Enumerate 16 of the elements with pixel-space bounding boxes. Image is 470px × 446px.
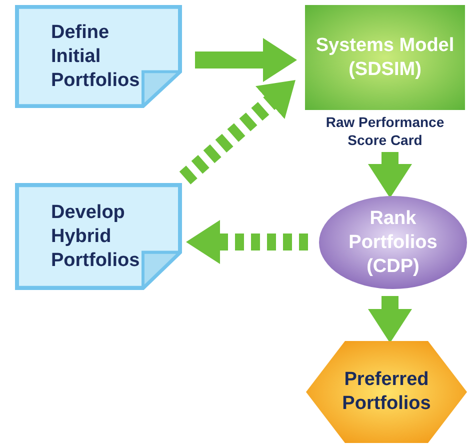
document-shape <box>15 183 182 290</box>
node-label: Preferred Portfolios <box>342 368 431 416</box>
node-label: Develop Hybrid Portfolios <box>51 200 141 272</box>
arrow <box>186 220 308 264</box>
node-caption: Raw Performance Score Card <box>324 113 446 149</box>
arrow <box>368 296 412 343</box>
decision-hexagon <box>305 340 468 444</box>
process-ellipse <box>318 195 468 290</box>
node-label: Define Initial Portfolios <box>51 20 141 92</box>
node-label: Systems Model (SDSIM) <box>314 34 456 82</box>
document-shape <box>15 5 182 108</box>
arrow <box>195 38 297 82</box>
node-label: Rank Portfolios (CDP) <box>348 206 438 278</box>
arrow <box>368 152 412 198</box>
process-box <box>305 5 465 110</box>
arrow <box>179 80 296 184</box>
